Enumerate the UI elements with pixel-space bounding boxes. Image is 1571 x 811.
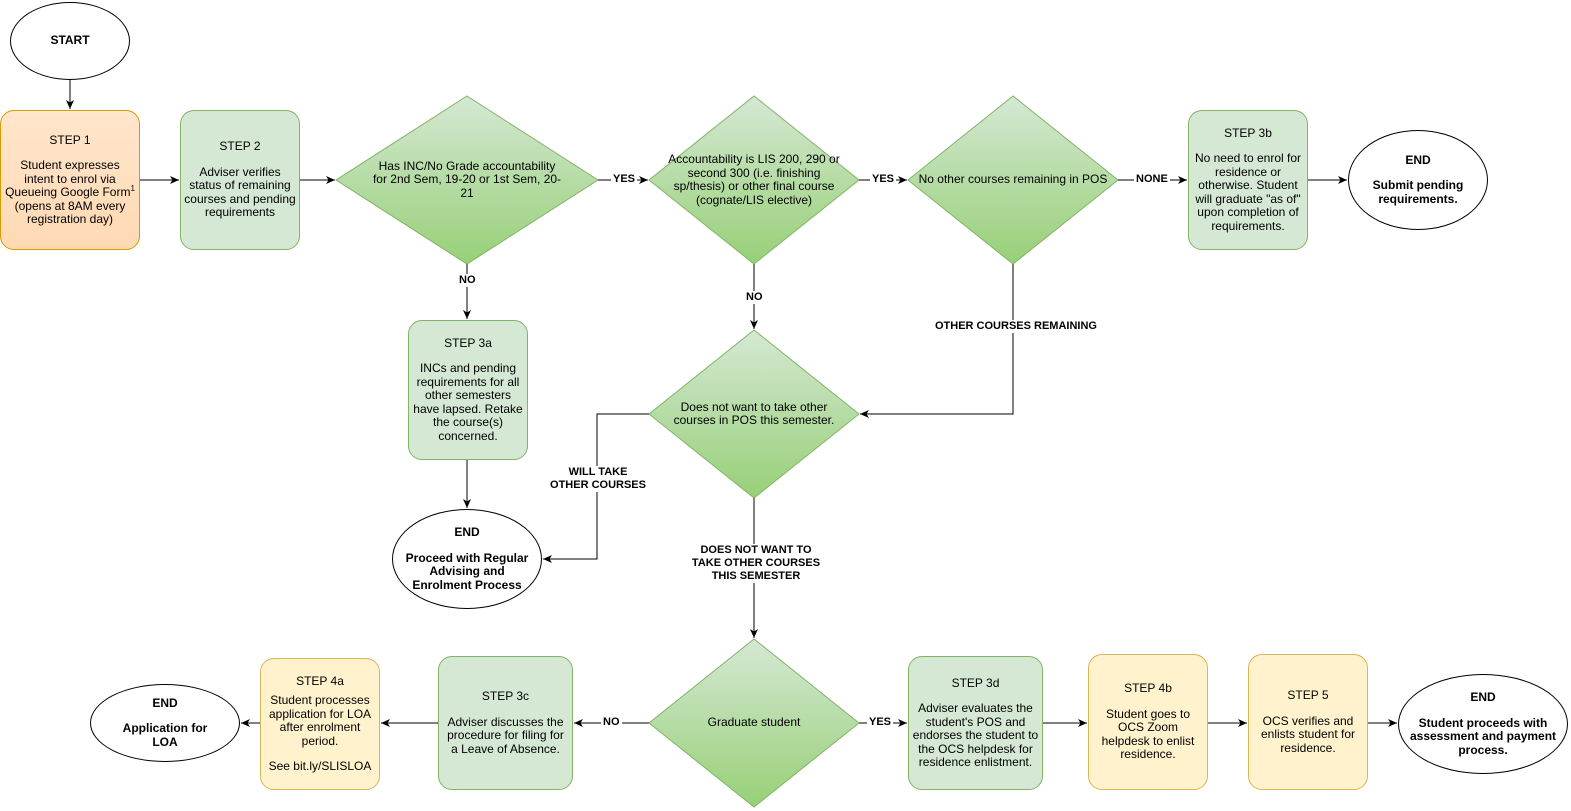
step2-box: STEP 2 Adviser verifies status of remain… — [180, 110, 300, 250]
end4-title: END — [1470, 690, 1496, 704]
step4b-box: STEP 4b Student goes to OCS Zoom helpdes… — [1088, 654, 1208, 790]
d5-text: Graduate student — [707, 715, 801, 730]
end-submit-pending: END Submit pending requirements. — [1348, 130, 1488, 230]
step1-note: (opens at 8AM every registration day) — [14, 198, 126, 226]
step4a-box: STEP 4a Student processes application fo… — [260, 658, 380, 790]
end1-text: Submit pending requirements. — [1372, 178, 1464, 206]
step2-text: Adviser verifies status of remaining cou… — [184, 164, 296, 220]
step1-footnote: 1 — [130, 184, 135, 193]
edge-label-no-d1: NO — [457, 274, 478, 287]
end2-title: END — [454, 525, 480, 539]
step1-box: STEP 1 Student expresses intent to enrol… — [0, 110, 140, 250]
step2-title: STEP 2 — [219, 139, 261, 154]
d3-text: No other courses remaining in POS — [918, 172, 1108, 187]
end4-text: Student proceeds with assessment and pay… — [1409, 715, 1557, 757]
d2-text: Accountability is LIS 200, 290 or second… — [668, 152, 840, 207]
end-application-loa: END Application for LOA — [90, 684, 240, 762]
step1-title: STEP 1 — [49, 132, 91, 147]
step3b-title: STEP 3b — [1224, 125, 1272, 140]
edge-d3-d4 — [860, 264, 1014, 418]
edge-label-yes-d5: YES — [867, 716, 894, 729]
step4b-text: Student goes to OCS Zoom helpdesk to enl… — [1101, 706, 1195, 762]
step4a-link[interactable]: See bit.ly/SLISLOA — [268, 759, 372, 773]
step3a-title: STEP 3a — [444, 335, 492, 350]
step3d-box: STEP 3d Adviser evaluates the student's … — [908, 656, 1043, 790]
step3c-title: STEP 3c — [481, 689, 530, 703]
end2-text: Proceed with Regular Advising and Enrolm… — [405, 550, 529, 592]
step5-text: OCS verifies and enlists student for res… — [1260, 713, 1356, 755]
step3b-text: No need to enrol for residence or otherw… — [1194, 151, 1302, 233]
end3-title: END — [152, 695, 178, 710]
end1-title: END — [1405, 152, 1431, 167]
step3a-text: INCs and pending requirements for all ot… — [413, 361, 523, 443]
step4b-title: STEP 4b — [1124, 681, 1172, 696]
start-terminal: START — [10, 2, 130, 80]
edge-label-no-d5: NO — [601, 716, 622, 729]
decision-diamond-graduate — [648, 638, 860, 808]
end-regular-advising: END Proceed with Regular Advising and En… — [392, 509, 542, 609]
step3c-box: STEP 3c Adviser discusses the procedure … — [438, 656, 573, 790]
edge-label-will-take: WILL TAKE OTHER COURSES — [546, 466, 650, 492]
edge-label-none: NONE — [1134, 173, 1170, 186]
step1-text-wrap: Student expresses intent to enrol via Qu… — [4, 158, 136, 200]
step5-title: STEP 5 — [1287, 688, 1329, 702]
step3b-box: STEP 3b No need to enrol for residence o… — [1188, 110, 1308, 250]
step3a-box: STEP 3a INCs and pending requirements fo… — [408, 320, 528, 460]
step3d-title: STEP 3d — [951, 675, 1000, 690]
edge-label-no-d2: NO — [744, 291, 765, 304]
step3d-text: Adviser evaluates the student's POS and … — [912, 701, 1039, 769]
start-label: START — [50, 33, 90, 48]
edge-label-other-remaining: OTHER COURSES REMAINING — [933, 320, 1099, 333]
edge-label-yes-d1: YES — [611, 173, 638, 186]
edge-label-does-not-want: DOES NOT WANT TO TAKE OTHER COURSES THIS… — [684, 544, 828, 583]
d4-text: Does not want to take other courses in P… — [673, 399, 835, 427]
end3-text: Application for LOA — [122, 721, 208, 749]
step1-text: Student expresses intent to enrol via Qu… — [5, 158, 131, 199]
d1-text: Has INC/No Grade accountability for 2nd … — [372, 158, 562, 200]
end-assessment-payment: END Student proceeds with assessment and… — [1398, 674, 1568, 774]
step4a-title: STEP 4a — [296, 673, 344, 688]
step4a-text: Student processes application for LOA af… — [268, 693, 372, 748]
edge-label-yes-d2: YES — [870, 173, 897, 186]
step5-box: STEP 5 OCS verifies and enlists student … — [1248, 654, 1368, 790]
step3c-text: Adviser discusses the procedure for fili… — [447, 714, 564, 756]
